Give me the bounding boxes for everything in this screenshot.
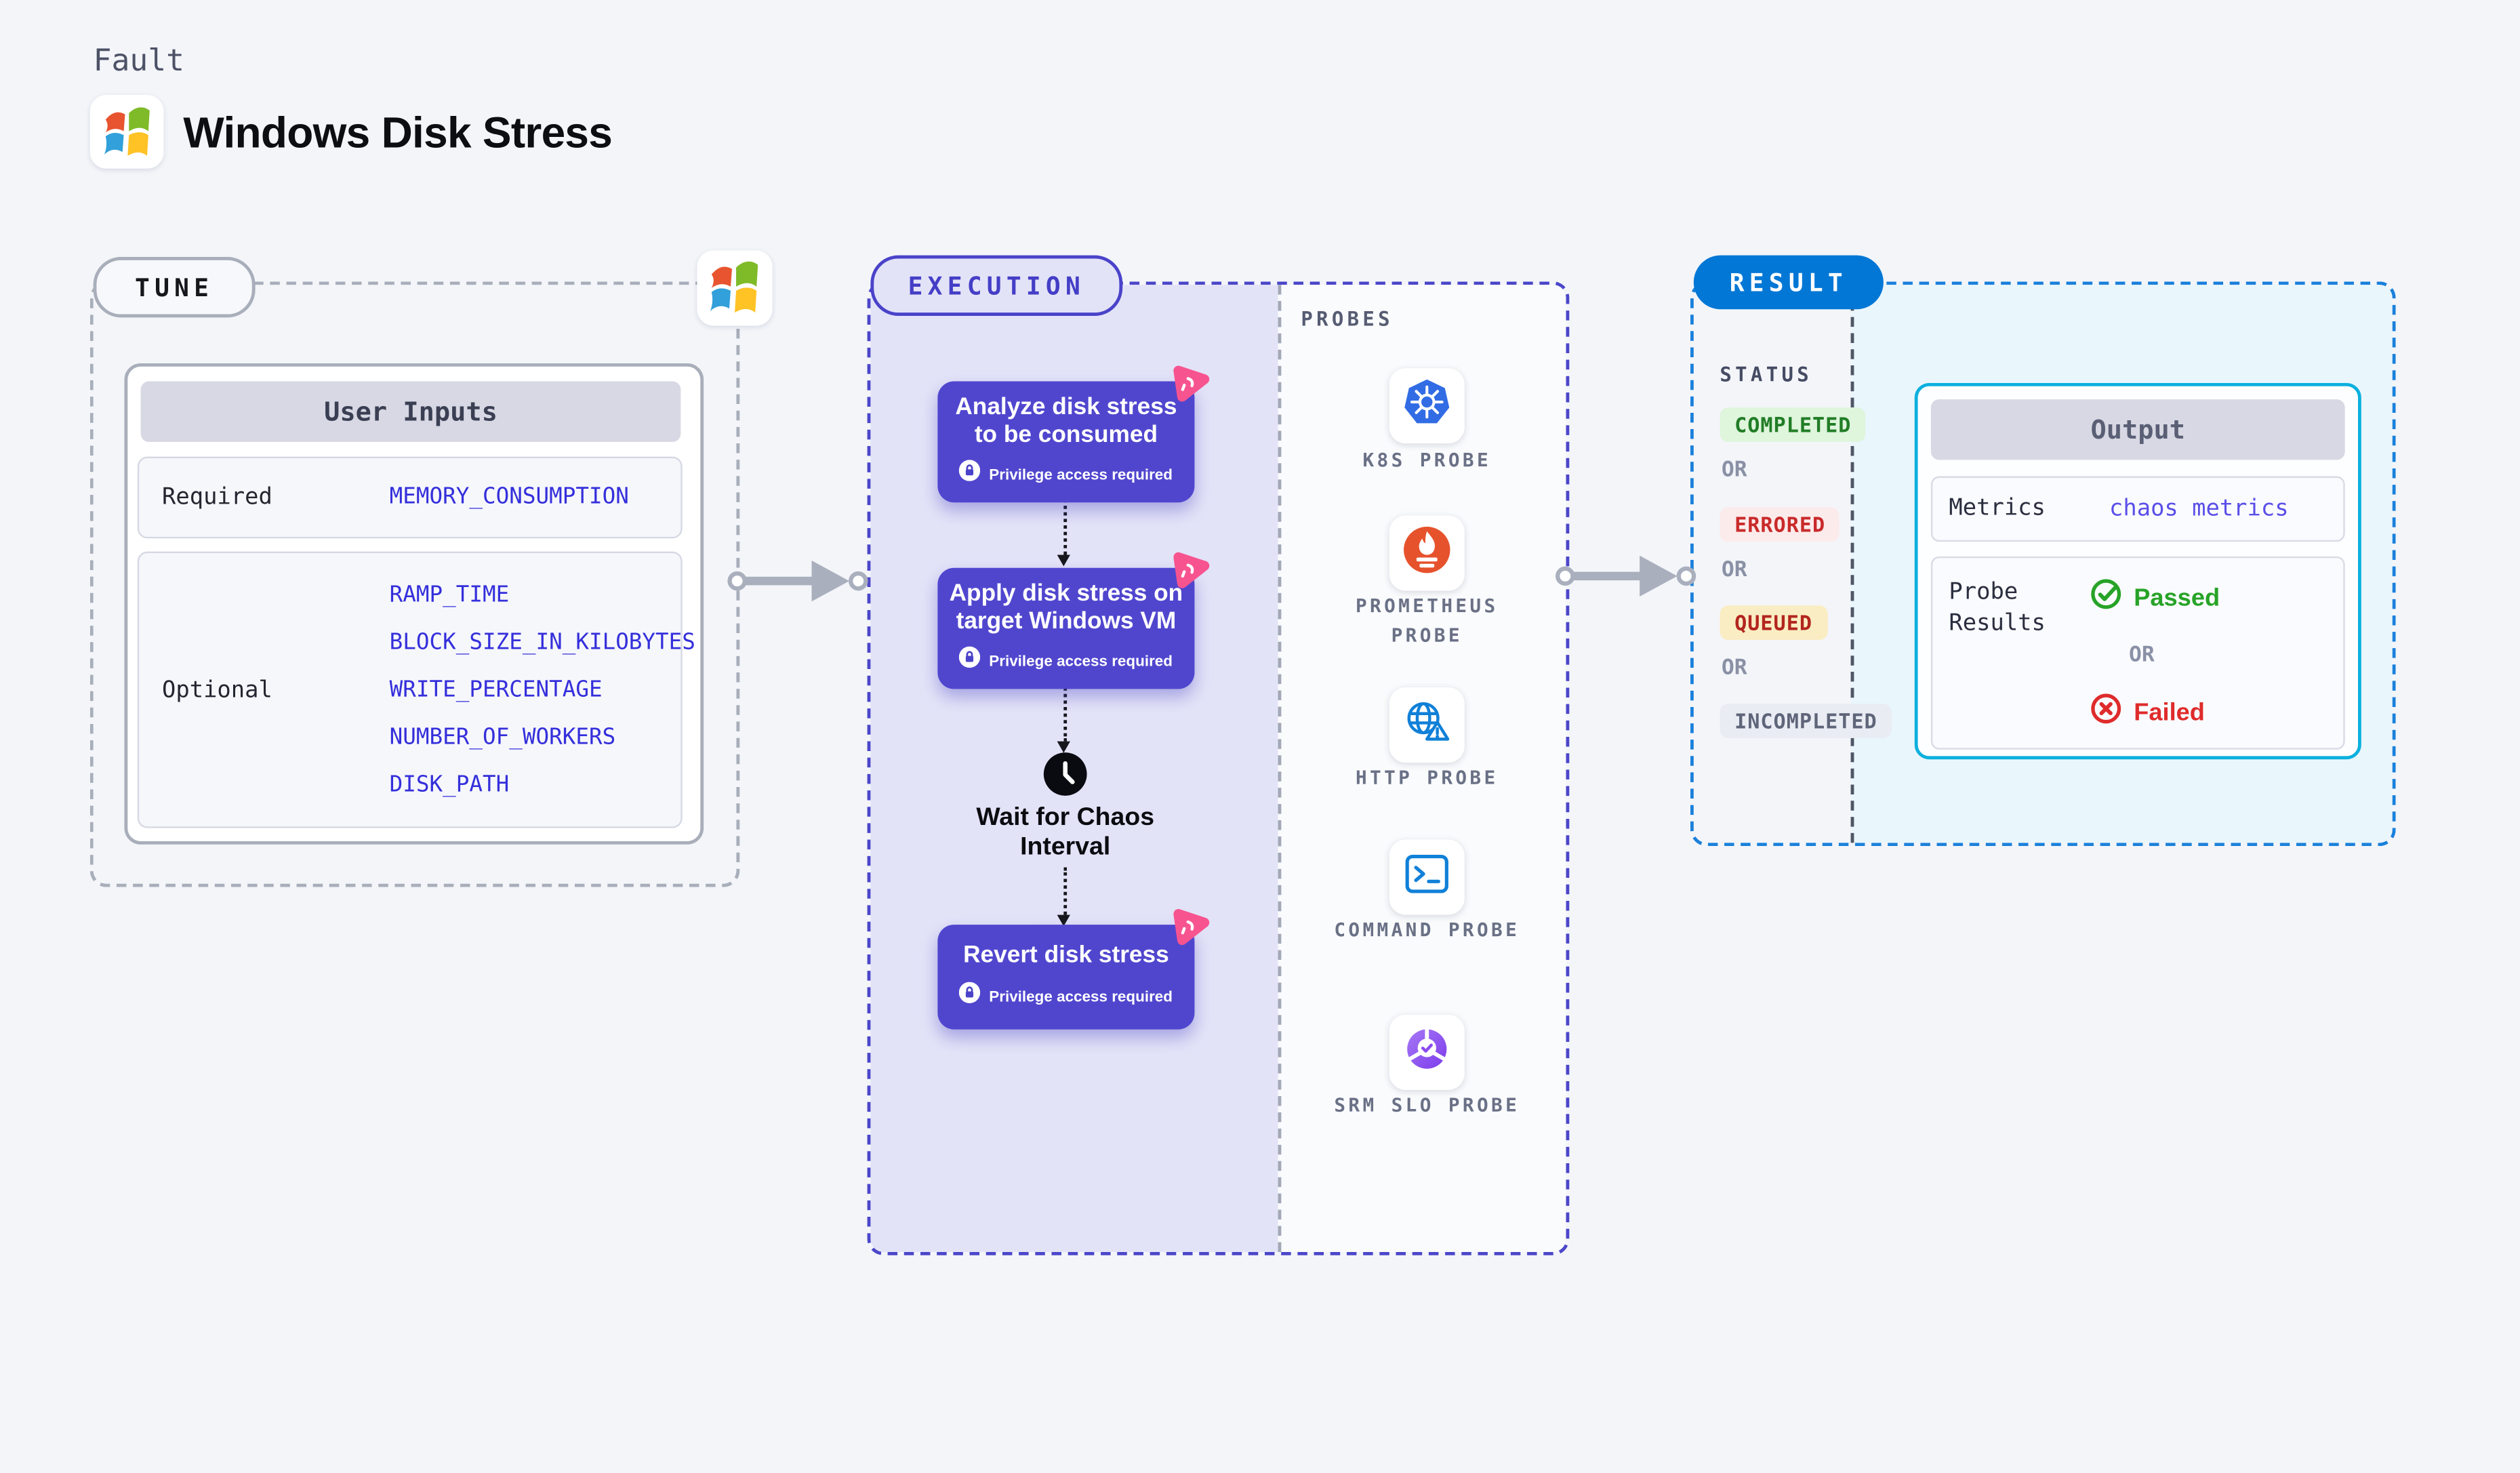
or-label: OR <box>1721 558 1747 583</box>
status-badge-incompleted: INCOMPLETED <box>1720 704 1892 738</box>
node-analyze-disk-stress: Analyze disk stress to be consumed Privi… <box>937 365 1210 504</box>
terminal-icon <box>1399 845 1455 909</box>
param-block-size: BLOCK_SIZE_IN_KILOBYTES <box>389 628 695 655</box>
privilege-badge-label: Privilege access required <box>989 988 1173 1005</box>
connector-2 <box>1063 676 1068 742</box>
param-ramp-time: RAMP_TIME <box>389 581 510 607</box>
connector-1 <box>1063 487 1068 555</box>
param-memory-consumption: MEMORY_CONSUMPTION <box>389 483 629 510</box>
metrics-row: Metrics chaos metrics <box>1930 476 2345 542</box>
globe-alert-icon <box>1399 693 1455 756</box>
http-probe-card <box>1389 687 1465 763</box>
or-label: OR <box>2129 643 2155 668</box>
lock-icon <box>959 981 981 1011</box>
k8s-probe-label: K8S PROBE <box>1362 448 1492 472</box>
windows-logo-icon <box>89 95 164 169</box>
chaos-pin-icon <box>1168 907 1211 958</box>
clock-icon <box>1042 751 1089 805</box>
connector-1-arrowhead <box>1057 554 1070 573</box>
tune-badge: TUNE <box>93 257 256 318</box>
execution-badge: EXECUTION <box>870 255 1123 316</box>
or-label: OR <box>1721 656 1747 681</box>
connector-3 <box>1063 867 1068 915</box>
probes-title: PROBES <box>1301 307 1394 331</box>
command-probe-card <box>1389 839 1465 915</box>
arrow-tune-to-execution <box>727 560 868 602</box>
tune-windows-logo-icon <box>697 250 773 326</box>
passed-label: Passed <box>2134 583 2220 611</box>
srm-slo-probe-card <box>1389 1014 1465 1090</box>
prometheus-probe-label: PROMETHEUS PROBE <box>1355 594 1499 647</box>
param-write-percentage: WRITE_PERCENTAGE <box>389 676 603 702</box>
connector-2-arrowhead <box>1057 741 1070 760</box>
arrow-execution-to-result <box>1556 555 1696 597</box>
prometheus-probe-card <box>1389 515 1465 591</box>
privilege-badge-label: Privilege access required <box>989 653 1173 670</box>
status-title: STATUS <box>1720 363 1812 386</box>
node-title: Revert disk stress <box>963 943 1169 970</box>
chaos-pin-icon <box>1168 363 1211 414</box>
chaos-pin-icon <box>1168 550 1211 601</box>
prometheus-icon <box>1399 521 1455 585</box>
lock-icon <box>959 647 981 677</box>
srm-slo-probe-label: SRM SLO PROBE <box>1334 1093 1520 1116</box>
wait-for-chaos-interval-label: Wait for Chaos Interval <box>976 803 1155 860</box>
fault-eyebrow: Fault <box>93 44 185 79</box>
status-badge-queued: QUEUED <box>1720 605 1827 640</box>
user-inputs-header: User Inputs <box>140 381 681 442</box>
required-row: Required MEMORY_CONSUMPTION <box>137 456 683 539</box>
optional-row: Optional RAMP_TIME BLOCK_SIZE_IN_KILOBYT… <box>137 551 695 828</box>
result-badge: RESULT <box>1693 255 1884 310</box>
slo-donut-icon <box>1399 1020 1455 1084</box>
node-revert-disk-stress: Revert disk stress Privilege access requ… <box>937 909 1210 1030</box>
status-badge-completed: COMPLETED <box>1720 407 1867 442</box>
result-section: STATUS COMPLETED OR ERRORED OR QUEUED OR… <box>1690 281 2396 847</box>
node-apply-disk-stress: Apply disk stress on target Windows VM P… <box>937 552 1210 690</box>
metrics-label: Metrics <box>1949 495 2046 522</box>
probes-panel <box>1278 285 1566 1252</box>
param-number-of-workers: NUMBER_OF_WORKERS <box>389 723 616 750</box>
output-card: Output Metrics chaos metrics Probe Resul… <box>1914 382 2361 760</box>
status-badge-errored: ERRORED <box>1720 507 1840 542</box>
or-label: OR <box>1721 458 1747 483</box>
kubernetes-icon <box>1399 374 1455 438</box>
probe-results-label: Probe Results <box>1949 579 2046 637</box>
privilege-badge-label: Privilege access required <box>989 467 1173 484</box>
metrics-value: chaos metrics <box>2109 496 2289 523</box>
lock-icon <box>959 460 981 489</box>
x-circle-icon <box>2090 692 2122 731</box>
output-header: Output <box>1930 399 2345 460</box>
k8s-probe-card <box>1389 368 1465 444</box>
node-title: Analyze disk stress to be consumed <box>955 394 1177 449</box>
http-probe-label: HTTP PROBE <box>1355 765 1499 789</box>
page-title: Windows Disk Stress <box>183 108 613 157</box>
probe-results-row: Probe Results Passed OR <box>1930 556 2345 750</box>
connector-3-arrowhead <box>1057 914 1070 933</box>
required-label: Required <box>162 484 272 511</box>
param-disk-path: DISK_PATH <box>389 771 510 797</box>
command-probe-label: COMMAND PROBE <box>1334 918 1520 942</box>
optional-label: Optional <box>162 677 272 703</box>
failed-label: Failed <box>2134 698 2205 726</box>
node-title: Apply disk stress on target Windows VM <box>949 581 1183 636</box>
check-circle-icon <box>2090 578 2122 617</box>
